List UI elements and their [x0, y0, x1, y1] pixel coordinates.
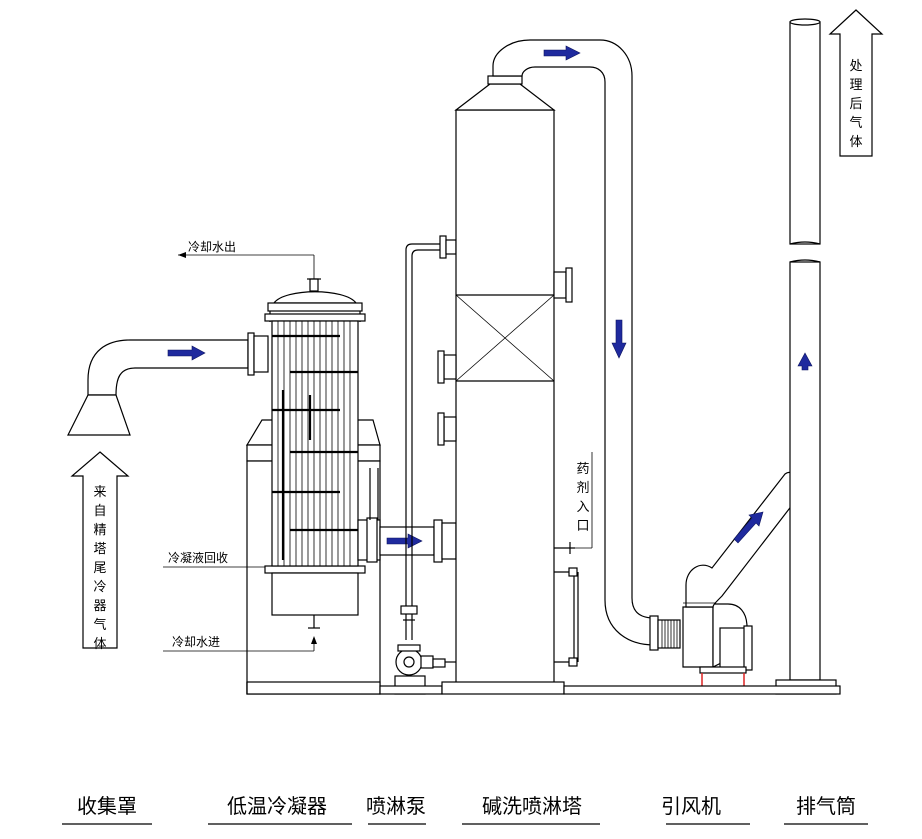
condensate-return-callout: 冷凝液回收 [163, 550, 265, 568]
exhaust-stack [775, 18, 837, 695]
ground-base [246, 681, 841, 695]
condenser-to-tower-duct [379, 519, 457, 563]
induced-draft-fan [649, 471, 797, 688]
condenser-tubes [277, 321, 351, 566]
spray-pump [394, 235, 457, 695]
chemical-inlet-label-text: 药剂入口 [576, 462, 589, 534]
captions: 收集罩 低温冷凝器 喷淋泵 碱洗喷淋塔 引风机 排气筒 [62, 794, 868, 825]
chemical-inlet-callout: 药剂入口 [575, 452, 593, 549]
treated-gas-arrow: 处理后气体 [828, 9, 884, 157]
caption-2: 喷淋泵 [366, 794, 426, 818]
treated-gas-label: 处理后气体 [849, 59, 862, 150]
caption-5: 排气筒 [796, 794, 856, 818]
cooling-water-out-label: 冷却水出 [188, 240, 236, 254]
inlet-gas-label-text: 来自精塔尾冷器气体 [93, 485, 106, 652]
hood-body [67, 394, 131, 436]
caption-4: 引风机 [661, 794, 721, 818]
low-temp-condenser [245, 278, 381, 695]
inlet-gas-arrow: 来自精塔尾冷器气体 [70, 451, 130, 652]
collection-hood [67, 332, 269, 436]
treated-gas-label-text: 处理后气体 [849, 59, 862, 150]
caption-0: 收集罩 [77, 794, 137, 818]
hood-duct [87, 339, 249, 396]
inlet-gas-label: 来自精塔尾冷器气体 [93, 485, 106, 652]
cooling-water-in-callout: 冷却水进 [163, 635, 317, 652]
condenser-baffles [272, 334, 358, 532]
cooling-water-out-callout: 冷却水出 [178, 240, 315, 279]
condensate-return-label: 冷凝液回收 [168, 550, 228, 565]
spray-tower [437, 75, 579, 684]
cooling-water-in-label: 冷却水进 [172, 635, 220, 649]
caption-1: 低温冷凝器 [227, 794, 327, 818]
caption-3: 碱洗喷淋塔 [482, 794, 582, 818]
flow-arrow-hood [167, 345, 206, 361]
chemical-inlet-label: 药剂入口 [576, 462, 589, 534]
